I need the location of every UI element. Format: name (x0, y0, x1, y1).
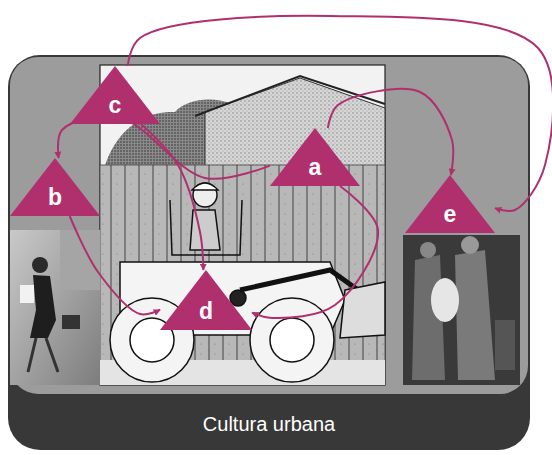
bucket (340, 282, 385, 338)
driver-head (193, 183, 217, 207)
triangle-marker: a (270, 128, 360, 186)
pivot (230, 290, 246, 306)
worker-head (461, 236, 479, 254)
photo-background (10, 230, 100, 385)
hard-hat (192, 183, 218, 190)
triangle-marker: d (160, 270, 252, 330)
triangle-fill (10, 158, 100, 216)
woman-legs (28, 338, 58, 372)
photo-wall (60, 230, 100, 290)
triangle-fill (160, 270, 252, 330)
papers (20, 285, 34, 303)
woman-photo (10, 230, 100, 385)
curved-arrow (252, 186, 378, 318)
workers-photo (403, 235, 520, 385)
triangle-fill (70, 66, 160, 124)
front-hub (270, 318, 314, 362)
panel-inner (10, 57, 528, 394)
triangle-letter: a (270, 154, 360, 180)
woman-dress (30, 275, 56, 338)
bulldozer (110, 183, 385, 382)
worker-head (420, 242, 436, 258)
house-roof (195, 76, 385, 116)
photo-background (403, 235, 520, 385)
triangle-fill (270, 128, 360, 186)
triangle-marker: c (70, 66, 160, 124)
panel-band (8, 55, 530, 450)
woman-head (32, 257, 48, 273)
cab-frame (170, 200, 242, 255)
triangle-letter: d (160, 298, 252, 324)
fence (100, 165, 385, 365)
garbage-bag (431, 278, 459, 322)
triangle-marker: e (405, 175, 495, 233)
bin (495, 320, 515, 370)
triangle-letter: c (70, 92, 160, 118)
triangle-letter: e (405, 201, 495, 227)
curved-arrow (70, 216, 160, 314)
triangle-marker: b (10, 158, 100, 216)
curved-arrow (141, 124, 203, 270)
triangle-fill (405, 175, 495, 233)
worker-right (455, 250, 495, 380)
triangle-letter: b (10, 184, 100, 210)
driver-body (190, 210, 220, 250)
briefcase (62, 315, 80, 329)
panel-title: Cultura urbana (8, 412, 530, 436)
front-wheel (250, 298, 334, 382)
